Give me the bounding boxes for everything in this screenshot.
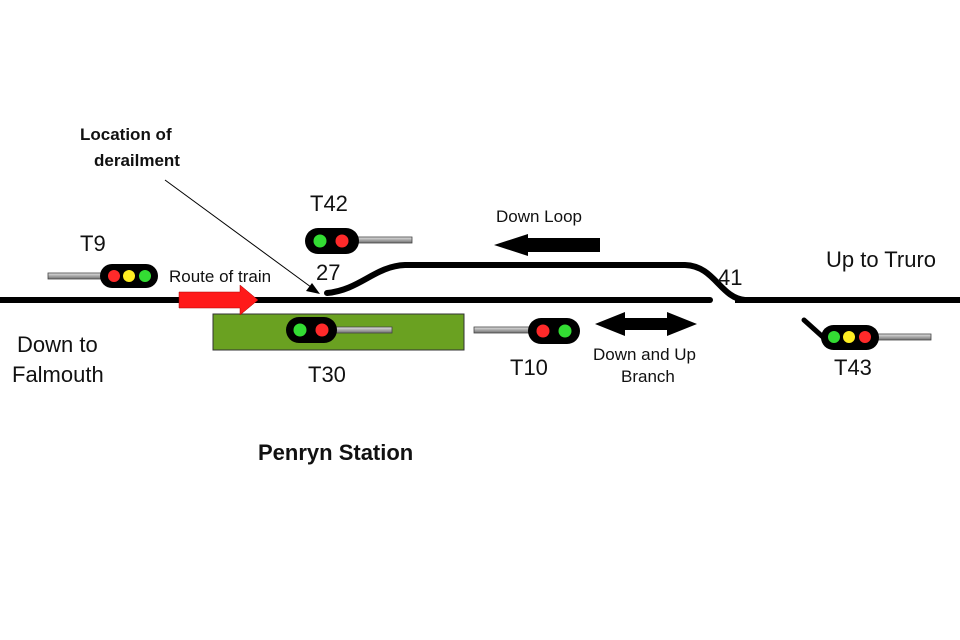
- signal-head: [528, 318, 580, 344]
- station-title: Penryn Station: [258, 440, 413, 465]
- signal-lamp-green: [139, 270, 151, 282]
- signal-head: [286, 317, 337, 343]
- signal-label-T42: T42: [310, 191, 348, 216]
- down-and-up-branch-label-line1: Down and Up: [593, 345, 696, 364]
- derailment-pointer-line: [164, 179, 316, 291]
- signal-lamp-red: [335, 234, 349, 248]
- derailment-pointer-arrowhead: [306, 283, 320, 294]
- signal-post: [473, 326, 531, 334]
- signal-label-T30: T30: [308, 362, 346, 387]
- signal-bracket-arm: [801, 317, 827, 341]
- signal-T30[interactable]: [286, 317, 393, 343]
- signal-post: [47, 272, 103, 280]
- derailment-annotation-line1: Location of: [80, 125, 172, 144]
- signal-T10[interactable]: [473, 318, 580, 344]
- signal-post: [334, 326, 393, 334]
- signal-T43[interactable]: [801, 317, 932, 350]
- signal-lamp-green: [828, 331, 840, 343]
- signal-lamp-yellow: [843, 331, 855, 343]
- signal-lamp-red: [315, 323, 329, 337]
- route-of-train-arrow: [178, 284, 259, 316]
- signal-lamp-red: [108, 270, 120, 282]
- signal-T9[interactable]: [47, 264, 158, 288]
- bidirectional-branch-arrow: [595, 312, 697, 336]
- points-27-label: 27: [316, 260, 340, 285]
- signal-label-T10: T10: [510, 355, 548, 380]
- route-of-train-label: Route of train: [169, 267, 271, 286]
- signal-lamp-yellow: [123, 270, 135, 282]
- signal-lamp-green: [293, 323, 307, 337]
- down-loop-label: Down Loop: [496, 207, 582, 226]
- signal-lamp-green: [558, 324, 572, 338]
- signal-T42[interactable]: [305, 228, 413, 254]
- down-to-falmouth-label-line1: Down to: [17, 332, 98, 357]
- down-to-falmouth-label-line2: Falmouth: [12, 362, 104, 387]
- down-loop-direction-arrow: [494, 234, 600, 256]
- down-and-up-branch-label-line2: Branch: [621, 367, 675, 386]
- signal-head: [305, 228, 359, 254]
- points-41-label: 41: [718, 265, 742, 290]
- signal-lamp-green: [313, 234, 327, 248]
- derailment-annotation-line2: derailment: [94, 151, 180, 170]
- signal-lamp-red: [859, 331, 871, 343]
- signal-label-T43: T43: [834, 355, 872, 380]
- signal-post: [875, 333, 932, 341]
- signal-post: [354, 236, 413, 244]
- down-loop-track: [324, 262, 748, 303]
- signal-lamp-red: [536, 324, 550, 338]
- signal-label-T9: T9: [80, 231, 106, 256]
- up-to-truro-label: Up to Truro: [826, 247, 936, 272]
